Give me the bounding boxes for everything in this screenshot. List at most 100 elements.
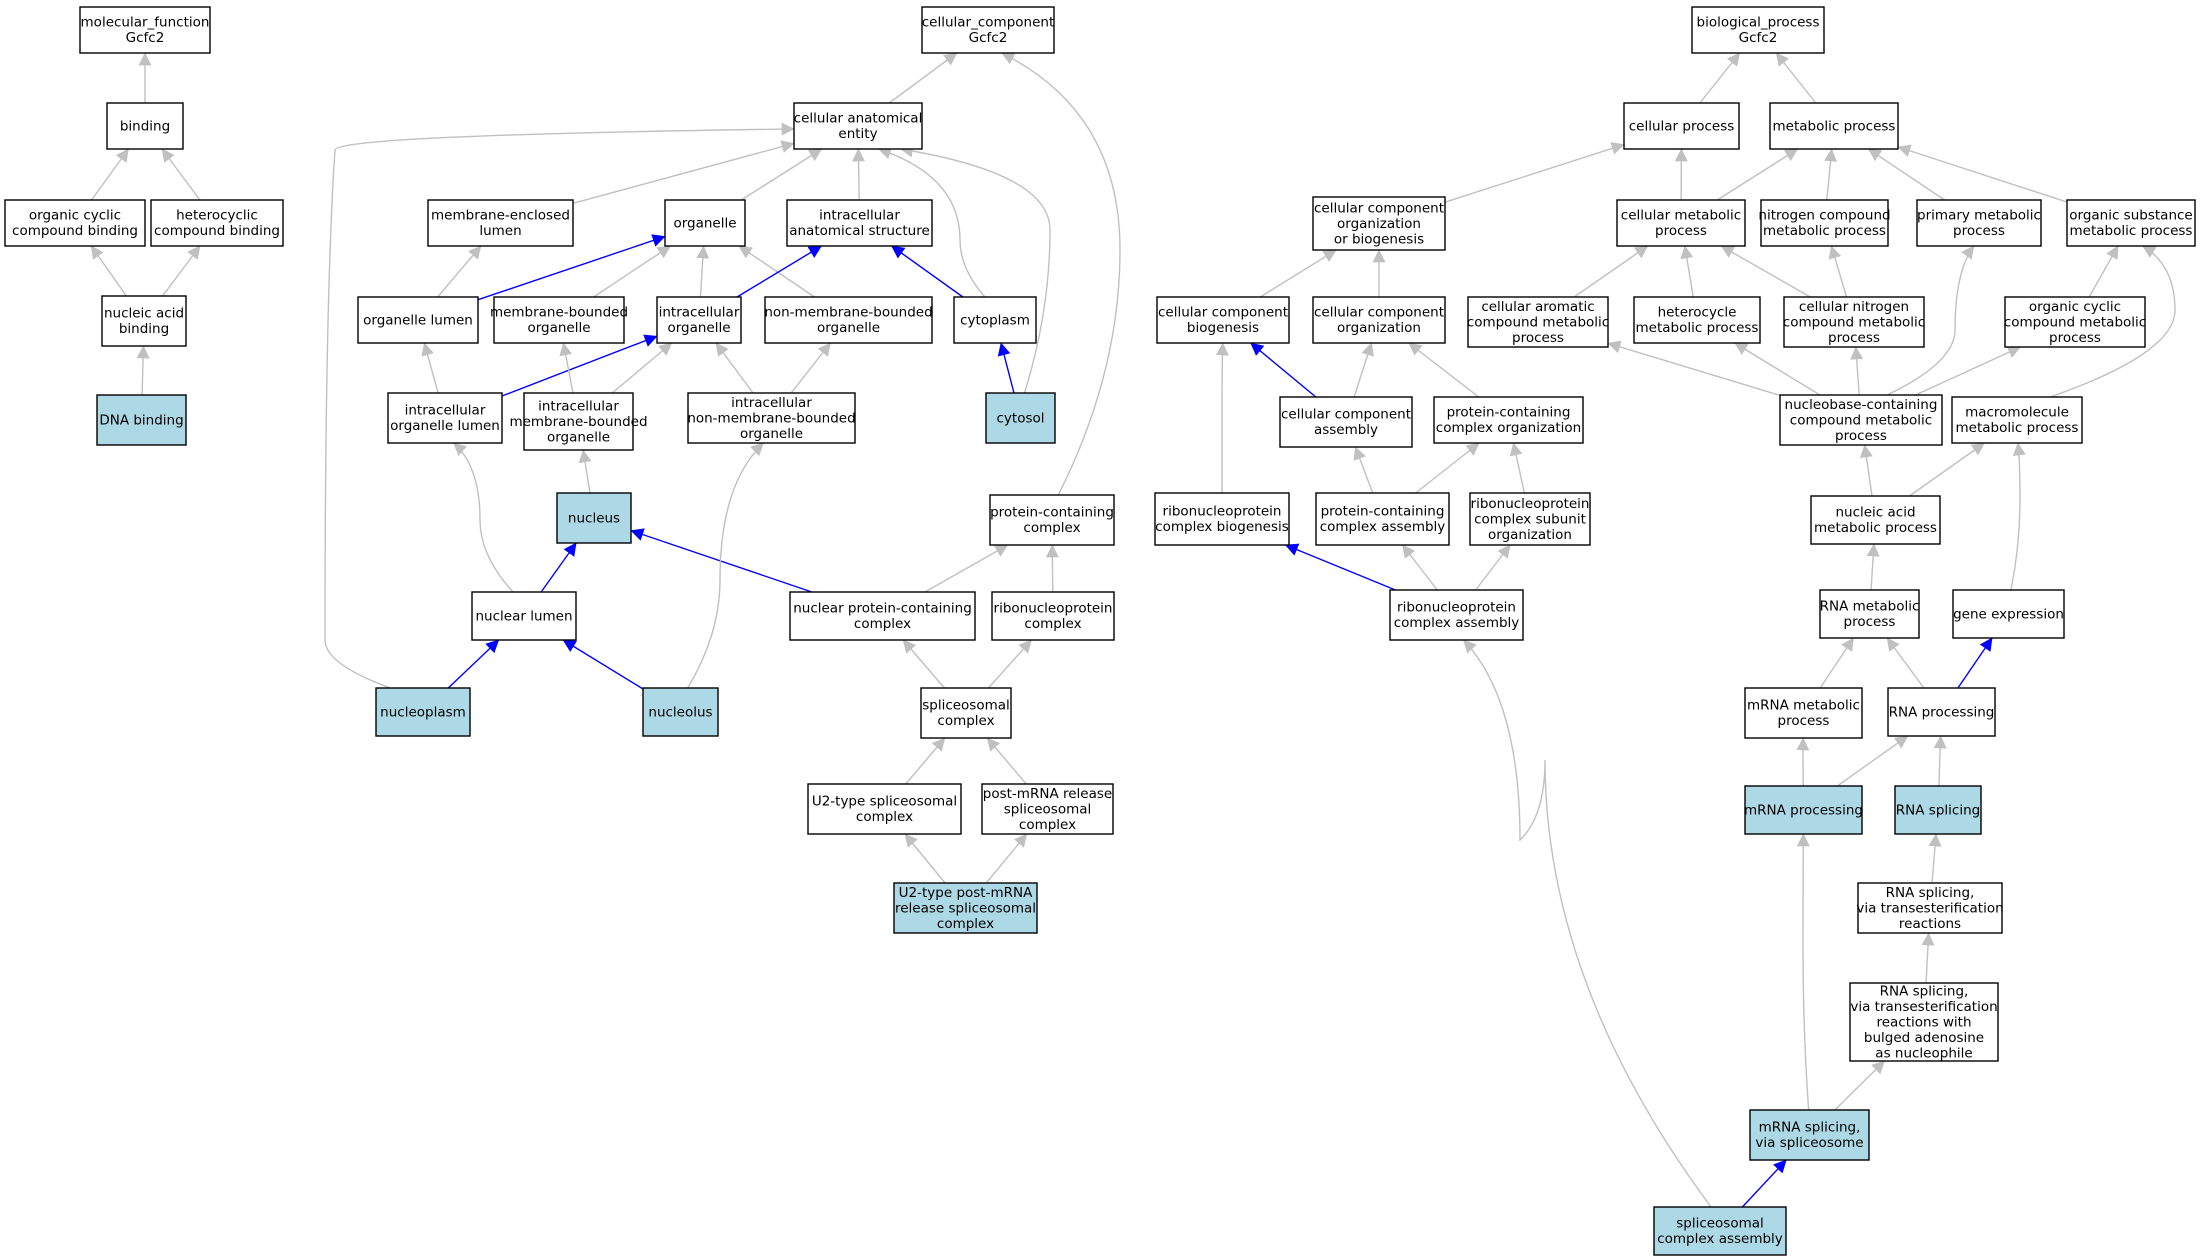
go-term-node-rnastb[interactable]: RNA splicing,via transesterificationreac… — [1849, 982, 1999, 1062]
go-term-node-binding[interactable]: binding — [106, 102, 184, 150]
edge-cytosol-to-cae — [899, 144, 1051, 394]
node-label-line: complex assembly — [1394, 615, 1520, 631]
go-term-node-dnab[interactable]: DNA binding — [96, 394, 187, 446]
go-term-node-cyto[interactable]: cytoplasm — [953, 296, 1037, 344]
node-box — [1691, 6, 1825, 54]
edge-u2pm-to-pmrsc — [985, 833, 1028, 884]
node-label-line: mRNA metabolic — [1747, 698, 1860, 714]
node-box — [1653, 1206, 1787, 1256]
node-label-line: complex organization — [1436, 420, 1581, 436]
go-term-node-nucleolus[interactable]: nucleolus — [642, 687, 719, 737]
node-label-line: organelle lumen — [390, 418, 500, 434]
go-term-node-rnap[interactable]: RNA processing — [1887, 687, 1996, 737]
go-term-node-orgl[interactable]: organelle lumen — [357, 296, 479, 344]
node-box — [1810, 495, 1941, 545]
node-box — [1952, 589, 2065, 639]
node-box — [1951, 396, 2083, 444]
node-label-line: nucleobase-containing — [1785, 397, 1938, 413]
go-term-node-inmbo[interactable]: intracellularnon-membrane-boundedorganel… — [687, 392, 856, 444]
node-box — [1769, 102, 1899, 150]
go-term-node-nucleoplasm[interactable]: nucleoplasm — [375, 687, 471, 737]
node-box — [893, 882, 1038, 934]
go-term-node-rnast[interactable]: RNA splicing,via transesterificationreac… — [1856, 882, 2004, 934]
node-label-line: metabolic process — [1763, 223, 1886, 239]
node-label-line: RNA processing — [1889, 704, 1995, 720]
go-term-node-mp[interactable]: metabolic process — [1769, 102, 1899, 150]
go-term-node-nucleus[interactable]: nucleus — [556, 492, 632, 544]
node-box — [4, 199, 146, 247]
go-term-node-ge[interactable]: gene expression — [1952, 589, 2065, 639]
node-label-line: biological_process — [1697, 15, 1820, 31]
edge-u2sc-to-sc — [905, 737, 946, 785]
go-term-node-cytosol[interactable]: cytosol — [985, 392, 1056, 444]
go-term-node-nl[interactable]: nuclear lumen — [471, 591, 577, 641]
edge-nucleolus-to-nl — [562, 639, 644, 690]
go-term-node-org[interactable]: organelle — [664, 199, 746, 247]
node-label-line: spliceosomal — [1676, 1216, 1764, 1232]
node-box — [1857, 882, 2003, 934]
edge-mel-to-cae — [572, 140, 795, 205]
node-box — [106, 102, 184, 150]
node-box — [471, 591, 577, 641]
edge-ocb-to-binding — [91, 148, 129, 201]
go-term-node-cp[interactable]: cellular process — [1623, 102, 1740, 150]
go-term-node-rnas[interactable]: RNA splicing — [1894, 785, 1982, 835]
edge-layer — [90, 52, 2176, 1208]
node-box — [656, 296, 742, 344]
node-label-line: cellular_component — [922, 15, 1054, 31]
go-term-node-mrnas[interactable]: mRNA splicing,via spliceosome — [1749, 1109, 1870, 1161]
edge-nbcmp-to-pmp — [1886, 245, 1975, 396]
node-box — [1783, 296, 1925, 348]
go-term-node-mrnap[interactable]: mRNA processing — [1744, 785, 1863, 835]
node-label-line: or biogenesis — [1334, 231, 1424, 247]
node-label-line: metabolic process — [1636, 320, 1759, 336]
node-box — [1894, 785, 1982, 835]
edge-pcca-to-cca — [1353, 446, 1374, 494]
node-box — [1887, 687, 1996, 737]
